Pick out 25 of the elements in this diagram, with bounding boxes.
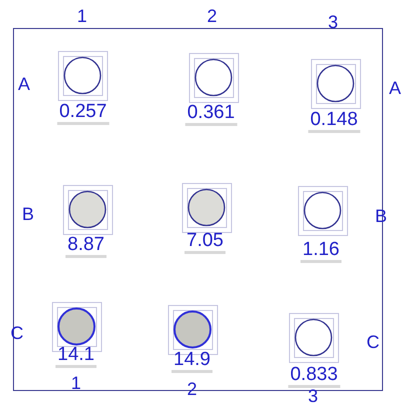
- well-value: 0.361: [185, 103, 237, 126]
- well-value: 0.148: [308, 110, 360, 133]
- sample-well: [289, 313, 339, 363]
- well-value: 8.87: [66, 235, 106, 258]
- well-value: 0.833: [288, 365, 340, 388]
- column-label: 3: [308, 386, 318, 406]
- well-value: 7.05: [184, 231, 226, 254]
- sample-well: [311, 59, 361, 109]
- well-value: 14.1: [56, 345, 96, 368]
- column-label: 2: [207, 6, 217, 26]
- well-value: 0.257: [57, 102, 109, 125]
- well-value: 14.9: [172, 350, 212, 373]
- sample-well: [58, 51, 108, 101]
- well-value: 1.16: [300, 240, 342, 263]
- sample-well: [63, 185, 113, 235]
- sample-well: [182, 183, 232, 233]
- column-label: 1: [77, 6, 87, 26]
- sample-well: [298, 186, 348, 236]
- row-label: A: [389, 78, 401, 98]
- sample-well: [189, 53, 239, 103]
- column-label: 3: [328, 12, 338, 32]
- column-label: 1: [71, 373, 81, 393]
- row-label: B: [22, 204, 34, 224]
- row-label: C: [366, 332, 380, 352]
- row-label: A: [18, 74, 30, 94]
